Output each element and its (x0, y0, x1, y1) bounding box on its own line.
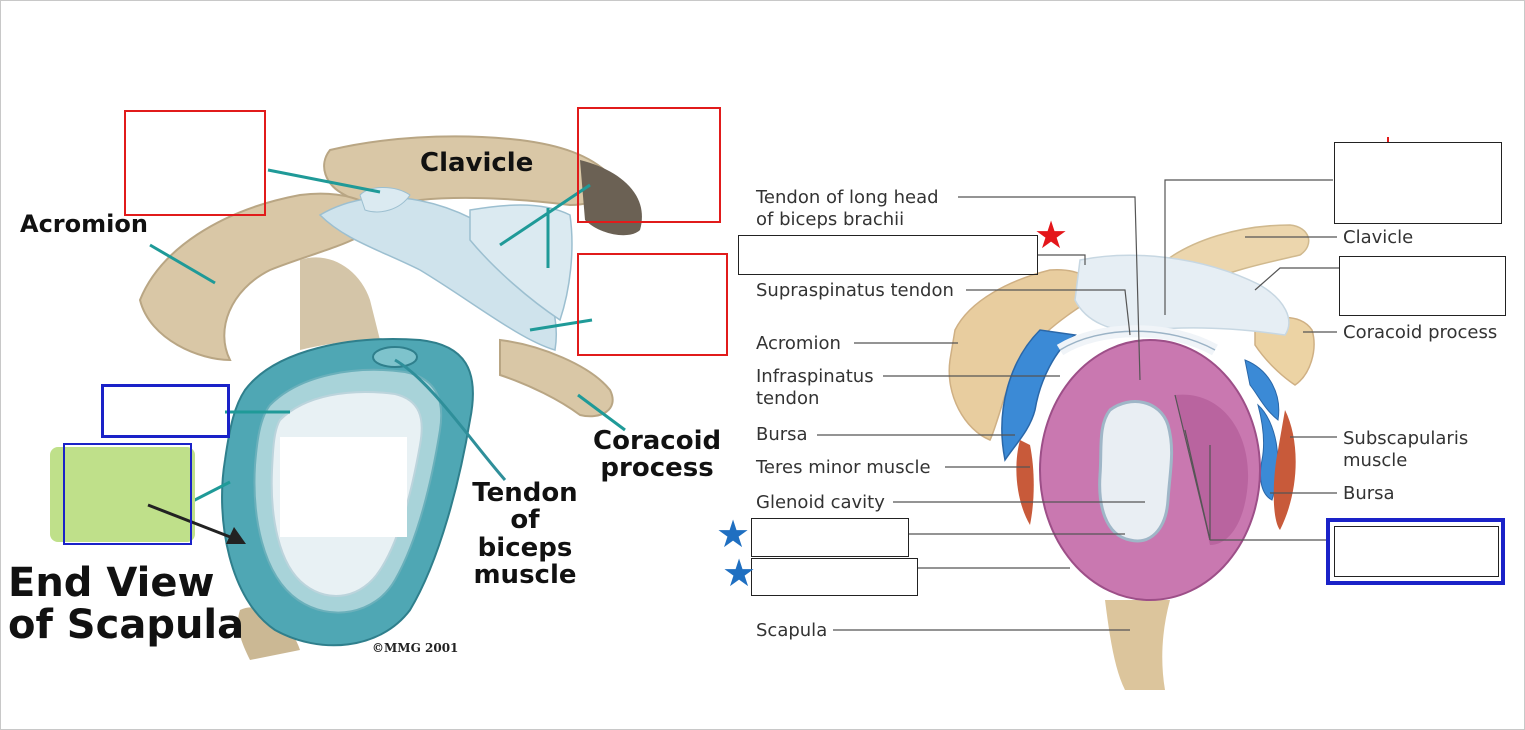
left-biceps-tendon-knob (372, 346, 418, 368)
star-icon: ★ (716, 512, 751, 556)
right-label-infraspinatus: Infraspinatus tendon (756, 366, 874, 409)
right-label-clavicle: Clavicle (1343, 227, 1414, 248)
left-answer-box-red-3[interactable] (577, 253, 728, 356)
right-answer-box-1[interactable] (1334, 142, 1502, 224)
right-supraspinatus-arc-edge (1059, 330, 1216, 351)
right-leader-lines (817, 179, 1340, 631)
left-highlight-patch (50, 447, 195, 542)
right-label-acromion: Acromion (756, 333, 841, 354)
right-answer-box-3[interactable] (1339, 256, 1506, 316)
right-answer-box-5[interactable] (751, 558, 918, 596)
left-answer-box-blue-2[interactable] (63, 443, 192, 545)
right-label-tendon-long-head: Tendon of long head of biceps brachii (756, 187, 939, 230)
left-ligament-2 (469, 204, 573, 322)
left-scapula-body (300, 257, 380, 350)
right-capsule-folds (1175, 394, 1249, 545)
right-label-subscapularis: Subscapularis muscle (1343, 428, 1469, 471)
left-copyright: ©MMG 2001 (372, 641, 459, 655)
right-glenoid (1098, 400, 1174, 543)
right-bursa-right-2 (1257, 403, 1279, 501)
right-answer-box-blue[interactable] (1326, 518, 1505, 585)
right-label-bursa-right: Bursa (1343, 483, 1395, 504)
star-icon: ★ (1034, 213, 1069, 257)
left-clavicle-end (580, 160, 642, 236)
right-label-supraspinatus: Supraspinatus tendon (756, 280, 954, 301)
right-answer-box-4[interactable] (751, 518, 909, 557)
left-answer-box-blue-1[interactable] (101, 384, 230, 438)
left-label-clavicle: Clavicle (420, 148, 534, 178)
left-answer-box-red-1[interactable] (124, 110, 266, 216)
right-answer-box-blue-inner[interactable] (1334, 526, 1499, 577)
star-icon: ★ (722, 551, 757, 595)
right-bursa-right (1244, 359, 1280, 421)
right-teres-minor (1016, 440, 1034, 525)
left-coracoid-shape (499, 338, 614, 418)
right-label-glenoid: Glenoid cavity (756, 492, 885, 513)
right-label-scapula: Scapula (756, 620, 828, 641)
right-label-coracoid: Coracoid process (1343, 322, 1498, 343)
left-ligament-3 (359, 187, 411, 213)
right-subscapularis (1273, 410, 1296, 530)
left-answer-box-red-2[interactable] (577, 107, 721, 223)
left-scapula-lower (238, 607, 300, 660)
right-answer-box-2[interactable] (738, 235, 1038, 275)
arrow-icon (147, 503, 246, 544)
left-label-acromion: Acromion (20, 210, 148, 238)
left-label-tendon-biceps: Tendon of biceps muscle (472, 478, 578, 590)
left-white-cover (280, 437, 407, 537)
left-acromion-shape (138, 192, 382, 362)
left-leader-lines (149, 168, 626, 507)
left-label-end-view: End View of Scapula (8, 560, 245, 648)
right-ligaments (1074, 254, 1290, 336)
left-biceps-tendon (394, 358, 507, 481)
right-label-teres-minor: Teres minor muscle (756, 457, 931, 478)
right-scapula-neck (1105, 600, 1170, 690)
right-label-bursa-left: Bursa (756, 424, 808, 445)
left-label-coracoid: Coracoid process (593, 426, 722, 484)
